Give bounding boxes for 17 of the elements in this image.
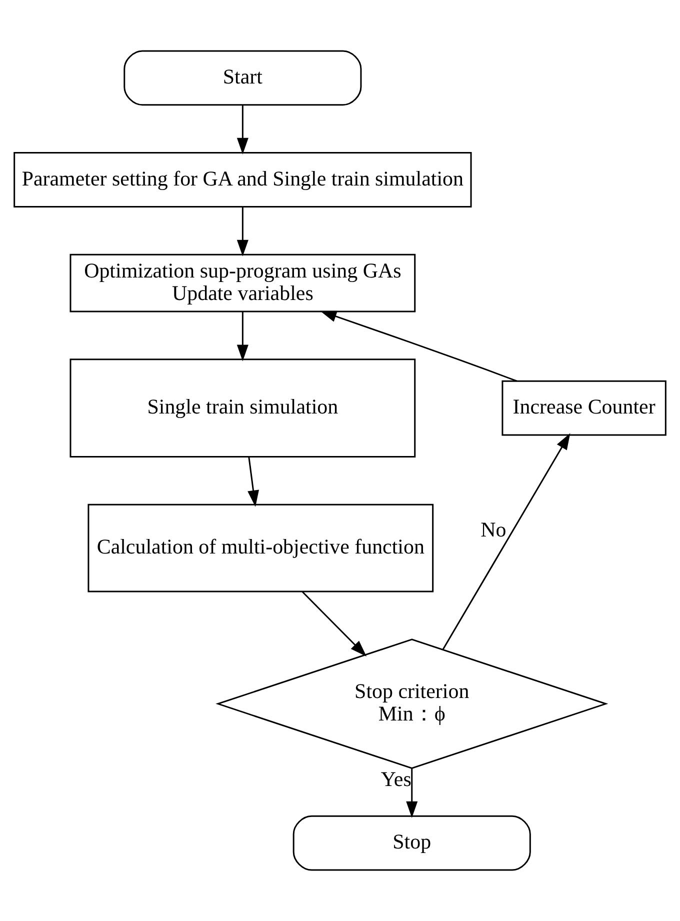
arrow — [302, 591, 367, 657]
node-box: Stop — [292, 815, 531, 871]
node-box: Increase Counter — [502, 380, 666, 436]
arrow — [406, 768, 418, 818]
node-box: Parameter setting for GA and Single train simulation — [14, 152, 472, 208]
arrow — [236, 207, 248, 256]
arrow — [236, 105, 248, 154]
node-box: Calculation of multi-objective function — [88, 504, 434, 592]
edge-label: No — [480, 517, 506, 542]
edge-label: Yes — [380, 767, 412, 792]
arrow — [320, 310, 518, 382]
arrow — [236, 312, 248, 362]
arrow — [442, 433, 570, 650]
node-box: Single train simulation — [70, 358, 416, 458]
arrow — [248, 457, 260, 507]
node-box: Optimization sup-program using GAs Update variables — [70, 254, 416, 312]
node-box: Start — [124, 50, 362, 106]
